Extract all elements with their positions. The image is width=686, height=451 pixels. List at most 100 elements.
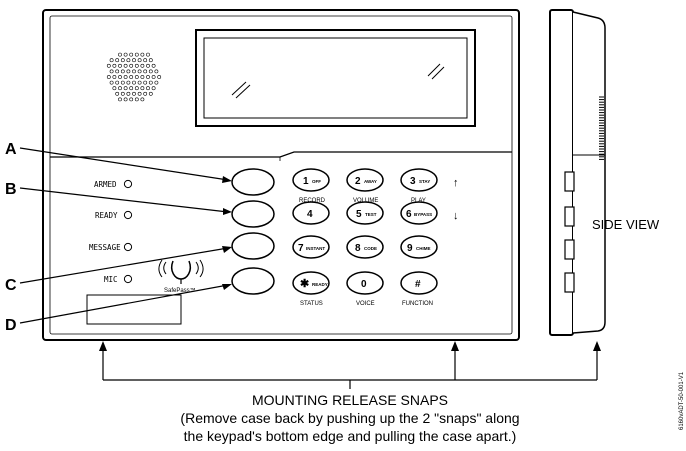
key-star-digit: ✱ [300,278,309,290]
speaker-hole [126,69,131,74]
speaker-hole [129,75,134,79]
speaker-hole [154,69,159,74]
speaker-hole [140,75,145,79]
arrow-up-label: ↑ [453,177,459,189]
function-button-b[interactable] [231,200,275,228]
speaker-hole [120,91,125,96]
speaker-hole [148,80,153,85]
function-button-c[interactable] [231,232,275,260]
speaker-hole [129,86,134,91]
key-3[interactable]: 3 STAY [400,168,438,192]
speaker-hole [118,97,122,102]
callout-a: A [5,141,17,158]
key-6[interactable]: 6 BYPASS [400,201,438,225]
speaker-hole [126,91,131,96]
key-8[interactable]: 8 CODE [346,235,384,259]
speaker-hole [146,86,150,91]
numeric-keypad: 1 OFF 2 AWAY 3 STAY ↑ RECORD VOLUME PLAY… [292,168,459,307]
key-9-digit: 9 [407,243,413,254]
armed-led [123,179,133,189]
mic-led [123,274,133,284]
status-label: STATUS [300,301,323,307]
speaker-hole [143,80,148,85]
key-2[interactable]: 2 AWAY [346,168,384,192]
side-view-label: SIDE VIEW [592,217,660,232]
voice-label: VOICE [356,301,375,307]
speaker-hole [151,63,156,68]
speaker-hole [112,75,117,79]
speaker-hole [115,91,120,96]
speaker-hole [106,75,111,79]
key-3-digit: 3 [410,176,416,187]
side-vent [599,96,604,160]
speaker-hole [109,69,114,74]
speaker-hole [140,52,145,57]
keypad-front-view [42,9,520,341]
speaker-hole [132,80,136,85]
speaker-hole [151,86,156,91]
function-button-a[interactable] [231,168,275,196]
speaker-hole [146,63,150,68]
key-1-digit: 1 [303,176,309,187]
key-1[interactable]: 1 OFF [292,168,330,192]
mounting-snaps-bracket [99,341,601,389]
function-button-d[interactable] [231,267,275,295]
speaker-hole [143,69,148,74]
key-hash-digit: # [415,279,421,290]
arrow-down-label: ↓ [453,210,459,222]
speaker-hole [129,52,134,57]
speaker-hole [132,58,136,63]
ready-label: READY [95,211,118,220]
speaker-hole [134,63,139,68]
speaker-grille [106,52,162,102]
speaker-hole [134,75,139,79]
key-0[interactable]: 0 [346,271,384,295]
speaker-hole [132,91,136,96]
key-9[interactable]: 9 CHIME [400,235,438,259]
key-9-sub: CHIME [416,246,431,251]
speaker-hole [112,63,117,68]
display-window [195,29,476,127]
key-4-digit: 4 [307,209,313,220]
key-5[interactable]: 5 TEST [346,201,384,225]
key-5-digit: 5 [356,209,362,220]
message-led [123,242,133,252]
speaker-hole [123,63,128,68]
key-hash[interactable]: # [400,271,438,295]
speaker-hole [140,63,145,68]
speaker-hole [146,52,150,57]
speaker-hole [148,91,153,96]
speaker-hole [154,80,159,85]
caption-title: MOUNTING RELEASE SNAPS [252,392,448,408]
speaker-hole [140,86,145,91]
key-4[interactable]: 4 [292,201,330,225]
speaker-hole [143,58,148,63]
speaker-hole [148,69,153,74]
speaker-hole [137,91,142,96]
speaker-hole [134,52,139,57]
key-star[interactable]: ✱ READY [292,271,330,295]
speaker-hole [129,63,134,68]
key-star-sub: READY [312,282,328,287]
caption-line-1: (Remove case back by pushing up the 2 "s… [180,410,519,426]
key-1-sub: OFF [312,179,321,184]
speaker-hole [109,80,114,85]
figure-id: 6160vADT-50-001-V1 [679,371,685,430]
key-6-sub: BYPASS [414,212,432,217]
safepass-label: SafePass™ [164,287,196,294]
function-label: FUNCTION [402,301,433,307]
speaker-hole [132,69,136,74]
key-7[interactable]: 7 INSTANT [292,235,330,259]
speaker-hole [143,91,148,96]
caption-line-2: the keypad's bottom edge and pulling the… [184,428,517,444]
key-5-sub: TEST [365,212,377,217]
card-reader-area [86,294,182,325]
callout-c: C [5,277,17,294]
indicator-panel: ARMED READY MESSAGE MIC [86,179,182,325]
key-6-digit: 6 [406,209,412,220]
speaker-hole [112,86,117,91]
speaker-hole [123,75,128,79]
speaker-hole [151,75,156,79]
key-7-digit: 7 [298,243,304,254]
